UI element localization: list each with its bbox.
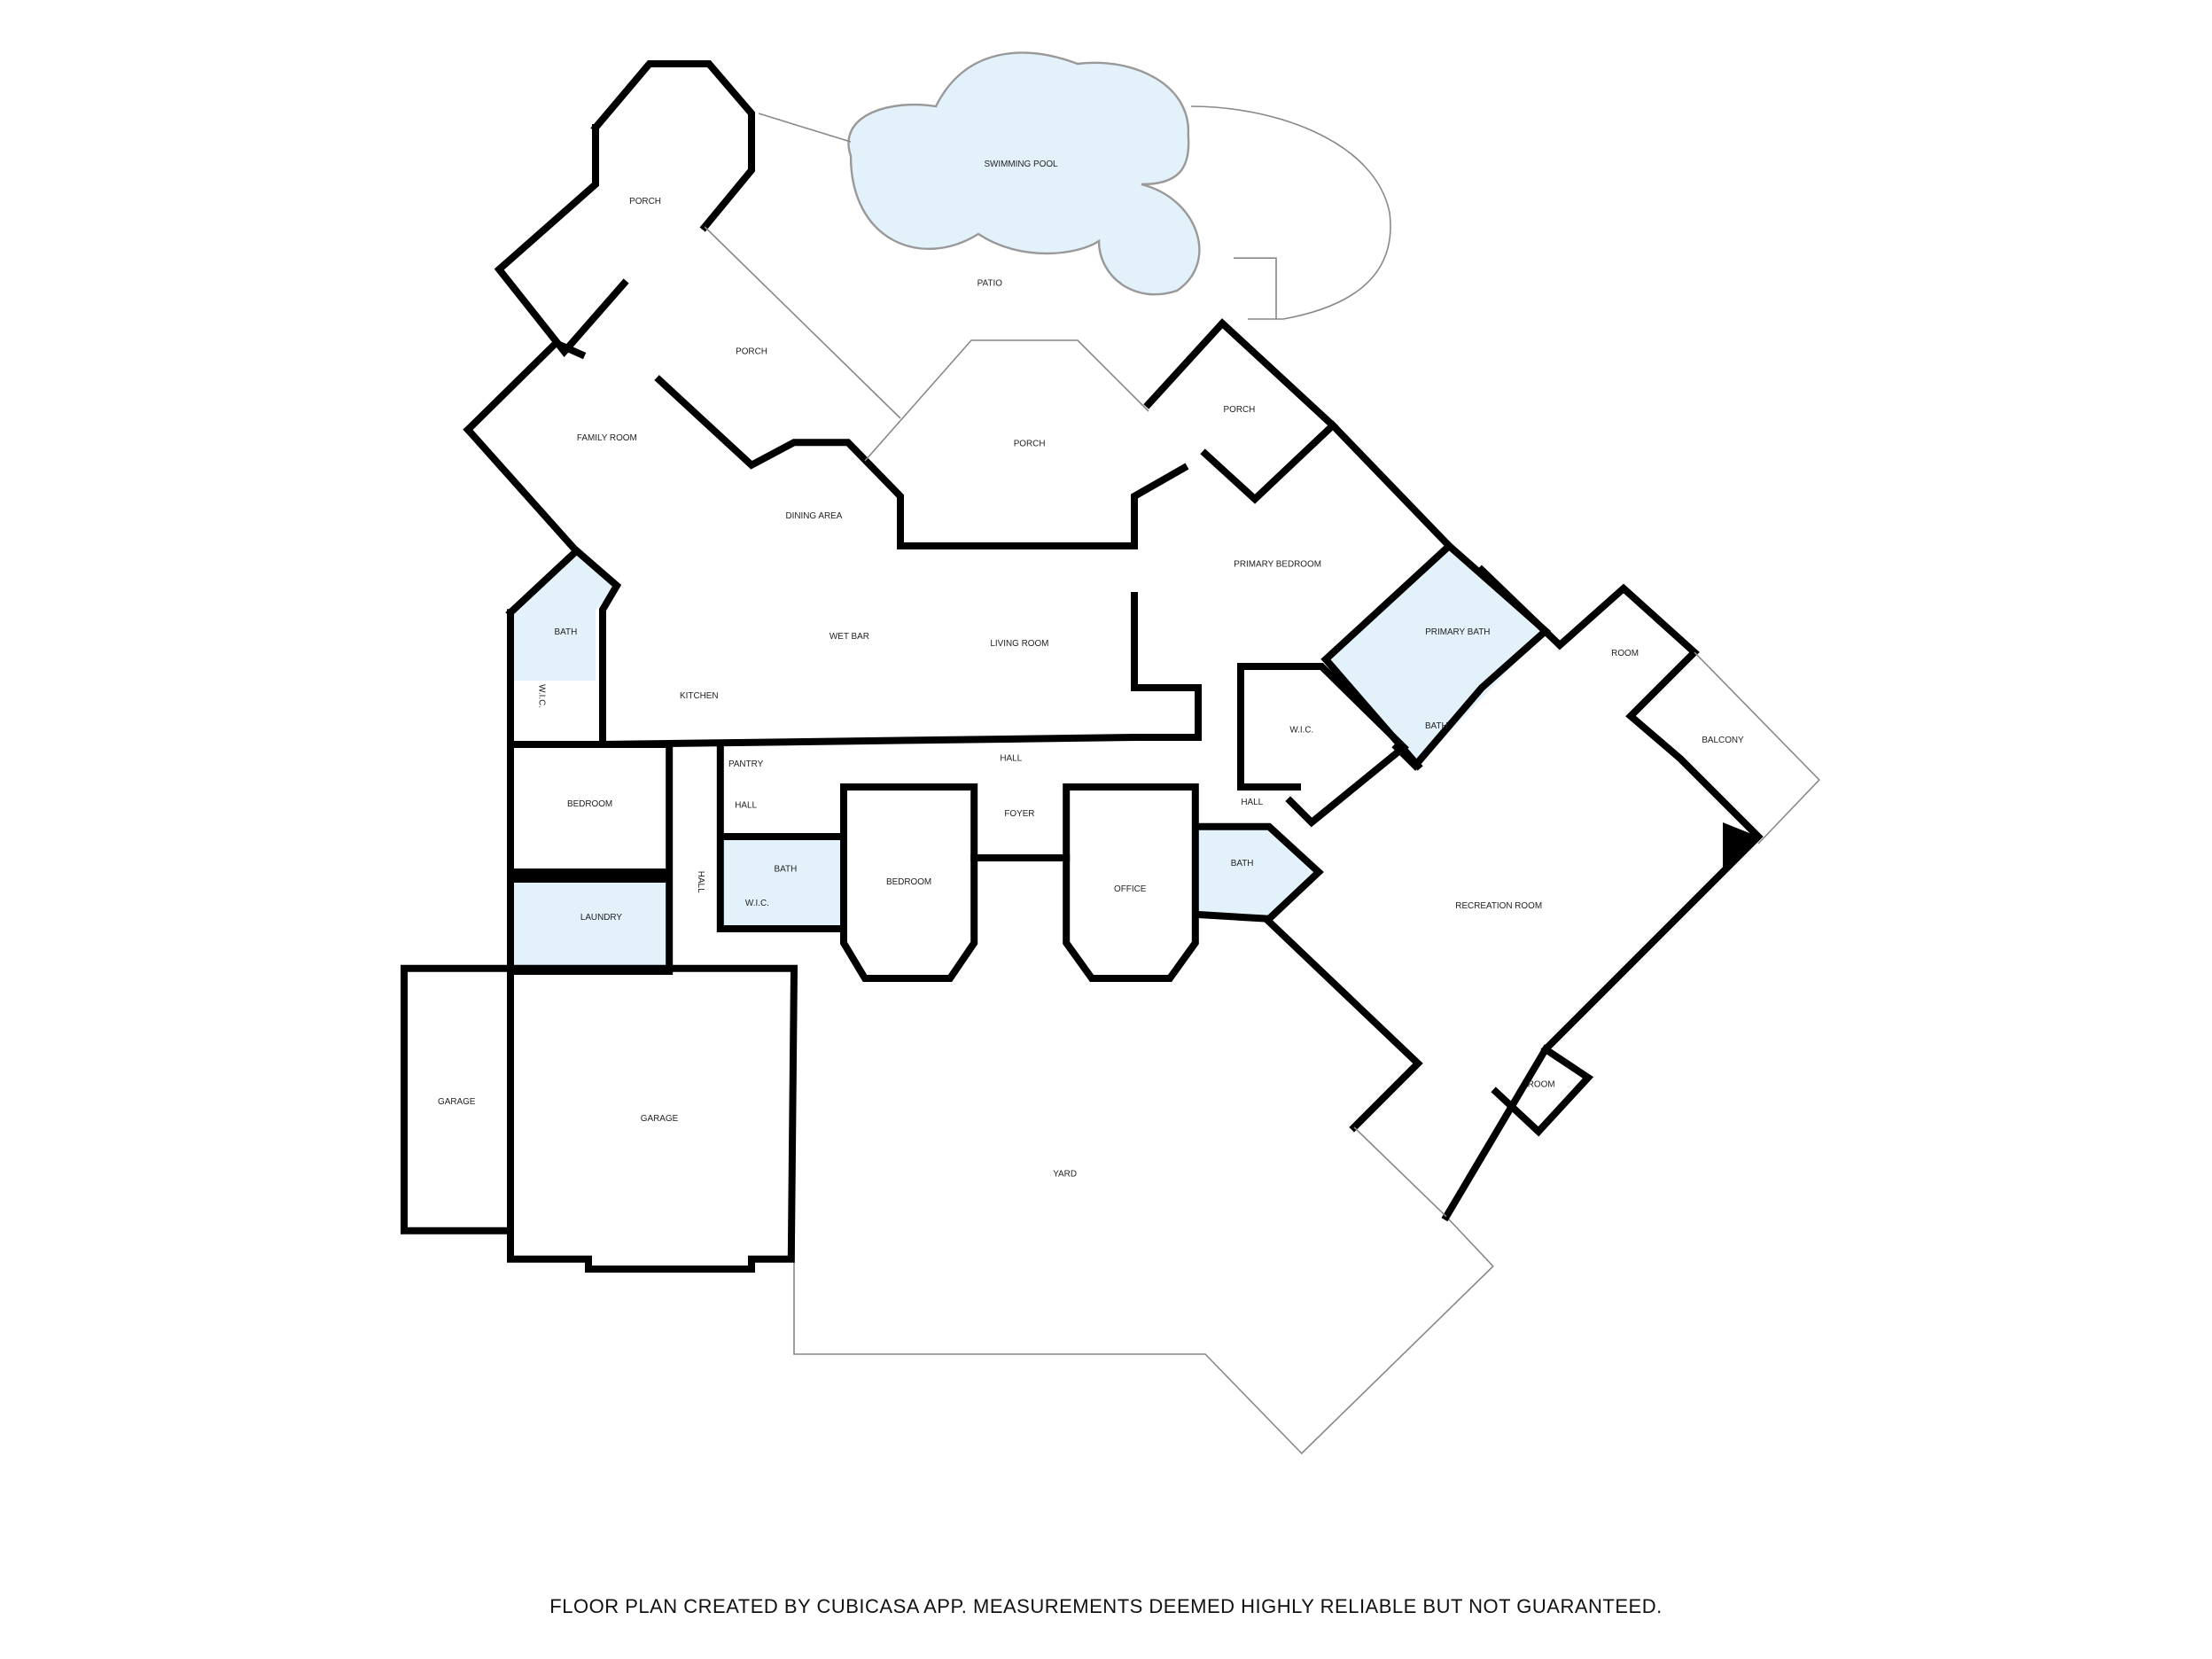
laundry-fill [513, 879, 670, 968]
room-label-pantry: PANTRY [728, 759, 764, 769]
room-label-foyer: FOYER [1004, 809, 1034, 819]
room-label-bath: BATH [555, 627, 578, 637]
bath-right-fill [1198, 826, 1319, 919]
room-label-balcony: BALCONY [1702, 736, 1744, 745]
room-label-hall: HALL [735, 800, 757, 810]
room-label-porch: PORCH [1224, 405, 1256, 415]
room-label-laundry: LAUNDRY [580, 913, 623, 923]
room-label-recreation-room: RECREATION ROOM [1455, 901, 1542, 911]
room-labels: PORCH SWIMMING POOL PATIO PORCH FAMILY ROOM P… [438, 160, 1744, 1179]
room-label-w-i-c: W.I.C. [537, 684, 547, 708]
room-label-bath: BATH [1231, 859, 1254, 868]
room-label-yard: YARD [1053, 1169, 1077, 1179]
patio-outline [758, 105, 1391, 320]
room-label-patio: PATIO [977, 279, 1003, 289]
outdoor-outlines [758, 51, 1494, 1455]
room-label-primary-bedroom: PRIMARY BEDROOM [1234, 559, 1321, 569]
room-label-hall: HALL [1000, 754, 1022, 764]
room-label-porch: PORCH [736, 347, 767, 356]
room-label-w-i-c: W.I.C. [745, 899, 769, 908]
room-label-bedroom: BEDROOM [886, 877, 931, 887]
room-label-primary-bath: PRIMARY BATH [1425, 627, 1490, 637]
room-label-family-room: FAMILY ROOM [577, 433, 637, 443]
room-label-dining-area: DINING AREA [785, 511, 842, 521]
room-label-porch: PORCH [629, 197, 661, 206]
room-label-bedroom: BEDROOM [567, 799, 612, 809]
bath-left-fill [513, 553, 617, 681]
room-label-bath: BATH [1425, 721, 1448, 731]
room-label-hall: HALL [696, 871, 705, 893]
room-label-w-i-c: W.I.C. [1289, 726, 1313, 736]
room-label-porch: PORCH [1014, 439, 1046, 448]
room-label-swimming-pool: SWIMMING POOL [984, 160, 1058, 169]
room-label-room: ROOM [1528, 1080, 1555, 1090]
yard-outline [793, 978, 1494, 1455]
room-label-bath: BATH [775, 864, 798, 874]
room-label-office: OFFICE [1114, 884, 1147, 894]
room-label-room: ROOM [1611, 649, 1639, 658]
room-label-hall: HALL [1241, 798, 1263, 807]
walls [401, 60, 1820, 1273]
bath-center-fill [723, 837, 844, 929]
primary-bath-fill [1326, 546, 1546, 766]
room-label-garage: GARAGE [438, 1097, 476, 1107]
room-label-garage: GARAGE [641, 1114, 679, 1124]
footer-disclaimer: FLOOR PLAN CREATED BY CUBICASA APP. MEAS… [549, 1595, 1663, 1617]
swimming-pool [847, 51, 1201, 296]
room-label-wet-bar: WET BAR [830, 632, 869, 642]
room-label-kitchen: KITCHEN [680, 691, 718, 701]
room-label-living-room: LIVING ROOM [990, 639, 1048, 649]
